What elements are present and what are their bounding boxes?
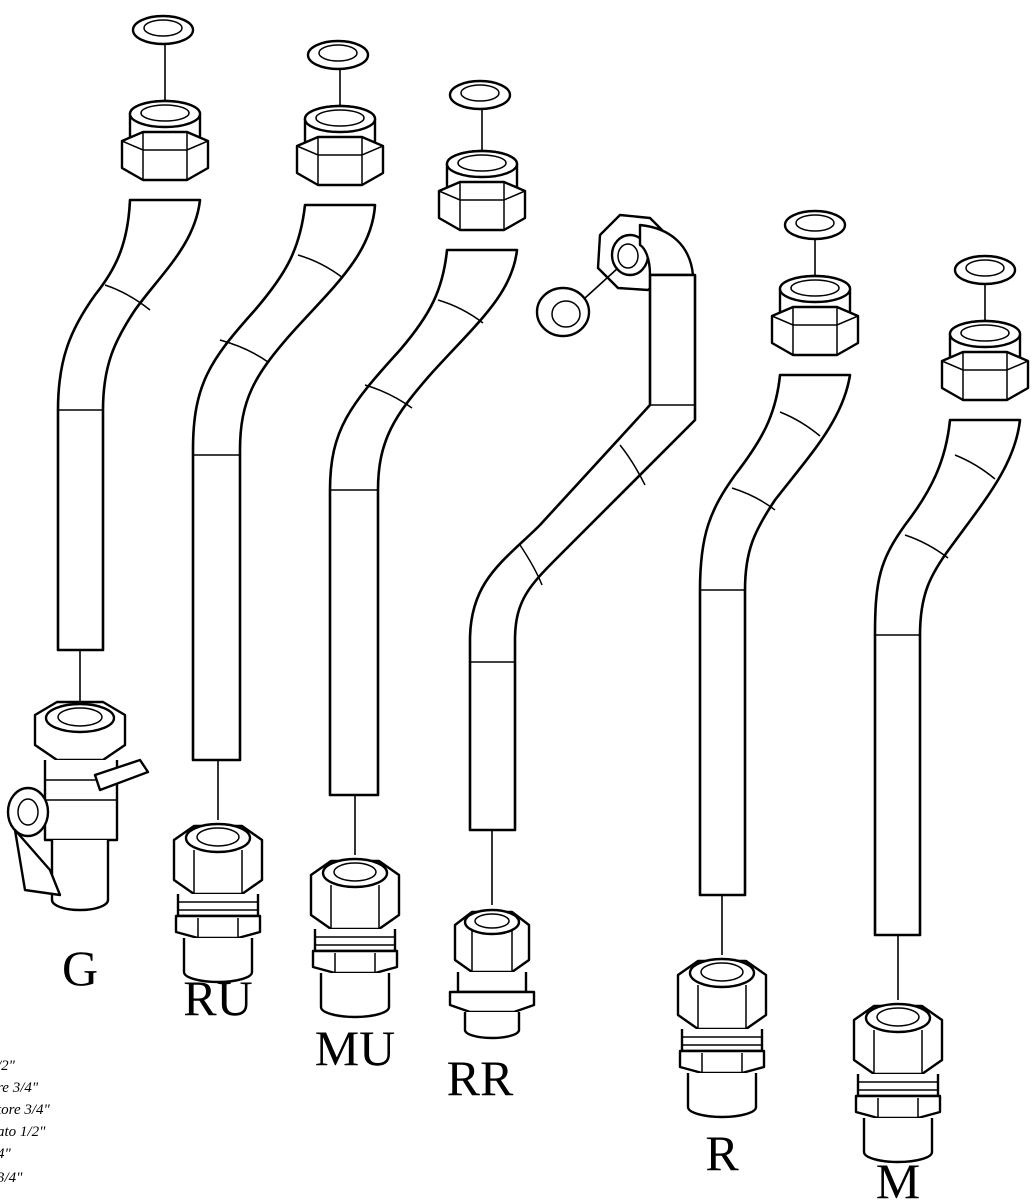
- label-r: R: [705, 1125, 739, 1181]
- legend-line-5: 4": [0, 1146, 12, 1162]
- legend: /2" re 3/4" tore 3/4" ato 1/2" 4" 3/4": [0, 1058, 51, 1186]
- ball-valve-g: [6, 700, 150, 912]
- pipe-g: G: [6, 14, 210, 996]
- pipe-m: M: [852, 254, 1030, 1203]
- washer-rr: [535, 286, 591, 338]
- elbow-nut-rr: [596, 213, 695, 292]
- label-ru: RU: [183, 970, 252, 1026]
- legend-line-3: tore 3/4": [0, 1102, 51, 1118]
- label-m: M: [876, 1153, 920, 1203]
- label-rr: RR: [447, 1050, 514, 1106]
- legend-line-2: re 3/4": [0, 1080, 39, 1096]
- legend-line-1: /2": [0, 1058, 16, 1074]
- label-g: G: [62, 940, 98, 996]
- pipe-rr: RR: [447, 213, 697, 1106]
- pipe-r: R: [676, 209, 860, 1181]
- pipe-ru: RU: [172, 39, 385, 1026]
- pipe-mu: MU: [309, 79, 527, 1076]
- legend-line-6: 3/4": [0, 1170, 23, 1186]
- label-mu: MU: [315, 1020, 396, 1076]
- fitting-rr: [448, 908, 536, 1040]
- legend-line-4: ato 1/2": [0, 1124, 46, 1140]
